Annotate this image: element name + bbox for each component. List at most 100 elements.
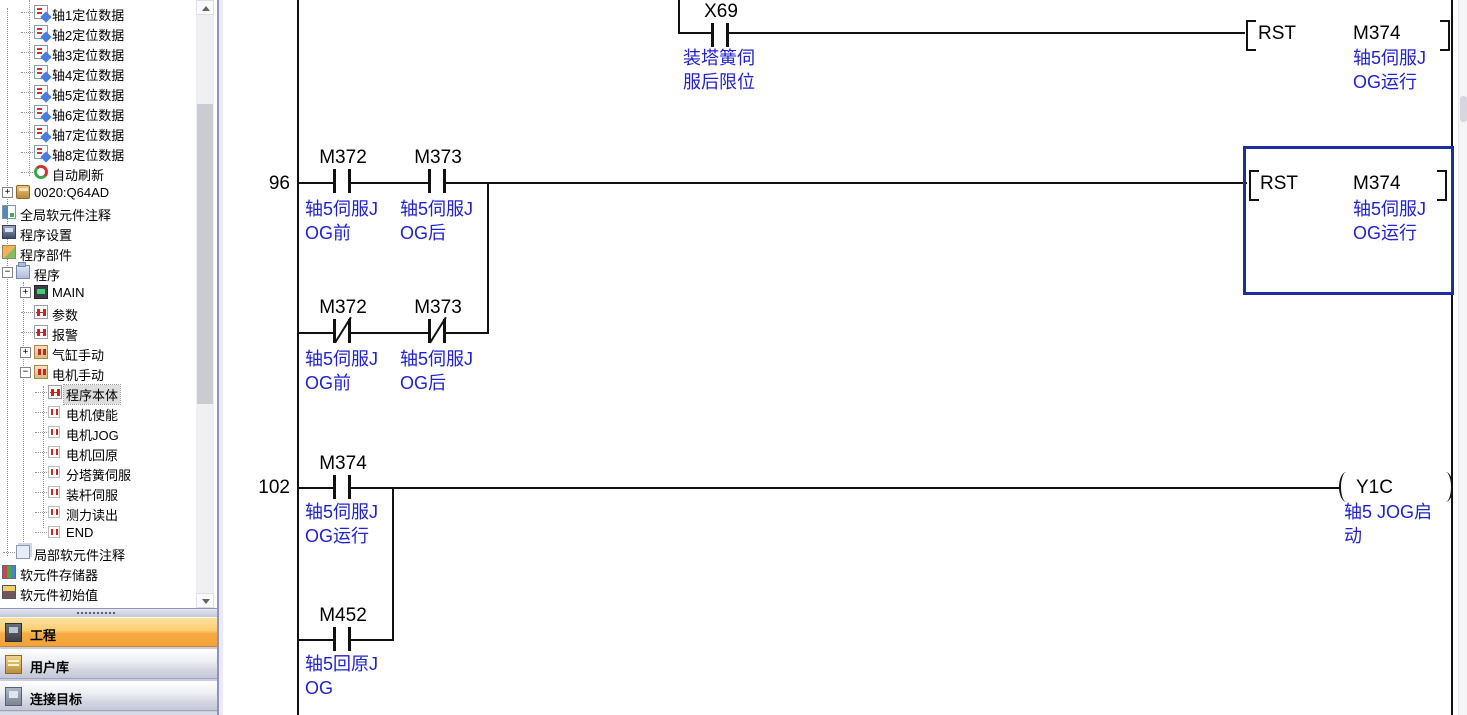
tree-item[interactable]: 程序本体 [0, 382, 196, 405]
ladder-section-icon [48, 426, 60, 438]
collapse-icon[interactable]: − [2, 267, 13, 278]
expand-icon[interactable]: + [20, 287, 31, 298]
tree-item-label[interactable]: 电机回原 [66, 448, 119, 463]
device-comment: 轴5伺服J OG后 [400, 199, 474, 243]
tree-item-label[interactable]: MAIN [52, 285, 85, 300]
tree-item[interactable]: 电机使能 [0, 402, 196, 423]
tree-item-label[interactable]: 轴8定位数据 [52, 148, 125, 163]
tree-item-label[interactable]: 参数 [52, 308, 79, 323]
device-label: M373 [414, 297, 462, 318]
expand-icon[interactable]: + [2, 187, 13, 198]
tree-item-label[interactable]: 软元件存储器 [20, 568, 99, 583]
tree-item[interactable]: 软元件初始值 [0, 582, 196, 603]
tree-item-label[interactable]: 自动刷新 [52, 168, 105, 183]
nc-contact-m373[interactable]: M373 [398, 297, 478, 345]
nav-button-project[interactable]: 工程 [0, 617, 217, 647]
tree-item[interactable]: − 电机手动 [0, 362, 196, 383]
tree-item[interactable]: 测力读出 [0, 502, 196, 523]
tree-item[interactable]: 轴3定位数据 [0, 42, 196, 63]
tree-item-label[interactable]: 轴7定位数据 [52, 128, 125, 143]
tree-item[interactable]: 轴1定位数据 [0, 2, 196, 23]
no-contact-m373[interactable]: M373 [398, 147, 478, 195]
scroll-down-button[interactable] [196, 593, 214, 608]
tree-item-label[interactable]: 电机手动 [52, 368, 105, 383]
tree-vertical-scrollbar[interactable] [196, 0, 214, 608]
tree-item-label[interactable]: 装杆伺服 [66, 488, 119, 503]
tree-item-label[interactable]: 轴3定位数据 [52, 48, 125, 63]
instruction-left-bracket [1246, 20, 1256, 51]
device-comment: 轴5伺服J OG运行 [305, 502, 379, 546]
tree-item[interactable]: + MAIN [0, 282, 196, 302]
tree-item[interactable]: 轴4定位数据 [0, 62, 196, 83]
tree-item-label[interactable]: 轴2定位数据 [52, 28, 125, 43]
nav-button-connection[interactable]: 连接目标 [0, 681, 217, 711]
nc-contact-m372[interactable]: M372 [303, 297, 383, 345]
tree-item-label[interactable]: 气缸手动 [52, 348, 105, 363]
tree-item-label[interactable]: 局部软元件注释 [34, 548, 126, 563]
tree-item-label[interactable]: 轴1定位数据 [52, 8, 125, 23]
tree-item[interactable]: 轴7定位数据 [0, 122, 196, 143]
expand-icon[interactable]: + [20, 347, 31, 358]
instruction-mnemonic[interactable]: RST [1260, 173, 1298, 194]
tree-item-label[interactable]: 轴6定位数据 [52, 108, 125, 123]
tree-guide-line [3, 552, 15, 553]
tree-item-label[interactable]: 测力读出 [66, 508, 119, 523]
ladder-vertical-scrollbar[interactable] [1458, 0, 1467, 715]
instruction-operand[interactable]: M374 [1353, 173, 1401, 194]
tree-item[interactable]: + 气缸手动 [0, 342, 196, 363]
instruction-operand[interactable]: M374 [1353, 23, 1401, 44]
tree-item-label[interactable]: 0020:Q64AD [34, 185, 110, 200]
selection-cursor-box[interactable] [1243, 146, 1454, 295]
no-contact-x69[interactable]: X69 [681, 1, 761, 49]
coil-device[interactable]: Y1C [1356, 477, 1393, 498]
tree-item-label[interactable]: 程序 [34, 268, 61, 283]
tree-item-label[interactable]: 轴5定位数据 [52, 88, 125, 103]
tree-item[interactable]: 程序设置 [0, 222, 196, 243]
instruction-mnemonic[interactable]: RST [1258, 23, 1296, 44]
tree-item[interactable]: 装杆伺服 [0, 482, 196, 503]
coil-left-paren [1339, 472, 1354, 502]
tree-item[interactable]: 轴5定位数据 [0, 82, 196, 103]
tree-item-label[interactable]: 报警 [52, 328, 79, 343]
tree-item-label[interactable]: 程序本体 [62, 384, 122, 405]
tree-item[interactable]: 电机回原 [0, 442, 196, 463]
tree-item-label[interactable]: 软元件初始值 [20, 588, 99, 603]
tree-item[interactable]: 局部软元件注释 [0, 542, 196, 563]
tree-item[interactable]: 全局软元件注释 [0, 202, 196, 223]
tree-item[interactable]: − 程序 [0, 262, 196, 283]
tree-item-label[interactable]: END [66, 525, 94, 540]
tree-item[interactable]: 分塔簧伺服 [0, 462, 196, 483]
no-contact-m374[interactable]: M374 [303, 453, 383, 501]
tree-item-label[interactable]: 程序部件 [20, 248, 73, 263]
tree-item-label[interactable]: 轴4定位数据 [52, 68, 125, 83]
scroll-up-button[interactable] [196, 0, 214, 15]
no-contact-m452[interactable]: M452 [303, 605, 383, 653]
tree-item[interactable]: END [0, 522, 196, 542]
tree-guide-line [7, 8, 8, 556]
no-contact-m372[interactable]: M372 [303, 147, 383, 195]
tree-item-label[interactable]: 全局软元件注释 [20, 208, 112, 223]
tree-guide-line [35, 452, 47, 453]
tree-item[interactable]: 报警 [0, 322, 196, 343]
tree-item[interactable]: 软元件存储器 [0, 562, 196, 583]
tree-item-label[interactable]: 程序设置 [20, 228, 73, 243]
tree-item[interactable]: 自动刷新 [0, 162, 196, 183]
nav-button-user-library[interactable]: 用户库 [0, 649, 217, 679]
tree-item-label[interactable]: 电机使能 [66, 408, 119, 423]
tree-item-label[interactable]: 电机JOG [66, 428, 119, 443]
tree-item[interactable]: 轴6定位数据 [0, 102, 196, 123]
coil-right-paren [1438, 472, 1453, 502]
tree-guide-line [35, 412, 47, 413]
scrollbar-thumb[interactable] [1460, 96, 1467, 122]
tree-item[interactable]: 参数 [0, 302, 196, 323]
tree-item[interactable]: 轴2定位数据 [0, 22, 196, 43]
collapse-icon[interactable]: − [20, 367, 31, 378]
tree-item[interactable]: 程序部件 [0, 242, 196, 263]
tree-item-label[interactable]: 分塔簧伺服 [66, 468, 132, 483]
tree-item[interactable]: +0020:Q64AD [0, 182, 196, 202]
tree-item[interactable]: 电机JOG [0, 422, 196, 443]
panel-resize-grip[interactable] [0, 608, 217, 617]
panel-splitter[interactable] [219, 0, 223, 715]
tree-item[interactable]: 轴8定位数据 [0, 142, 196, 163]
scrollbar-thumb[interactable] [197, 104, 213, 404]
